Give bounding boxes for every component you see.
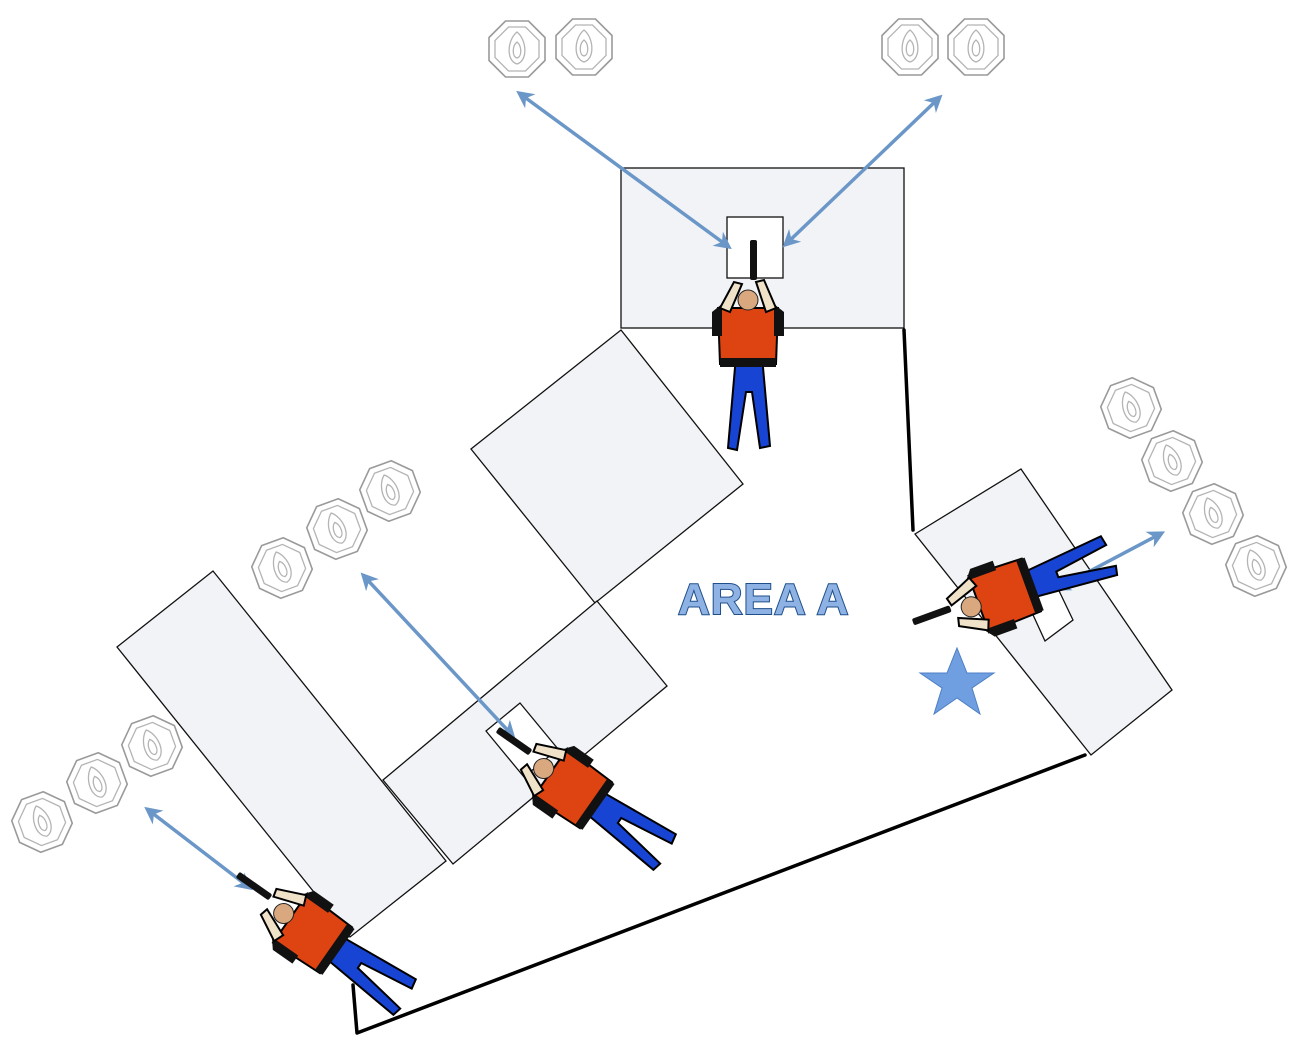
target-icon <box>60 746 134 820</box>
target-icon <box>1219 529 1291 603</box>
targets-bottom-left <box>5 709 189 859</box>
arrow-icon <box>516 90 732 250</box>
arrows <box>144 90 1166 891</box>
arrow-icon <box>144 806 253 891</box>
wall-mid-rotated <box>470 329 744 604</box>
area-label: AREA A <box>678 575 849 624</box>
target-icon <box>488 20 546 78</box>
targets-middle-left <box>245 454 427 605</box>
target-icon <box>245 531 319 605</box>
start-star-icon <box>918 646 996 716</box>
target-icon <box>300 492 374 566</box>
target-icon <box>555 18 613 76</box>
target-icon <box>1135 424 1209 498</box>
target-icon <box>353 454 427 528</box>
target-icon <box>5 785 79 859</box>
wall-long-left <box>116 570 447 938</box>
arrow-icon <box>360 572 516 739</box>
target-icon <box>881 18 939 76</box>
target-icon <box>947 18 1005 76</box>
arrow-icon <box>782 94 943 248</box>
targets-top-left <box>488 18 613 78</box>
fault-line-boundary <box>351 328 1087 1035</box>
target-icon <box>1094 371 1168 445</box>
targets-top-right <box>881 18 1005 76</box>
target-icon <box>1176 477 1250 551</box>
targets-right <box>1094 371 1291 603</box>
